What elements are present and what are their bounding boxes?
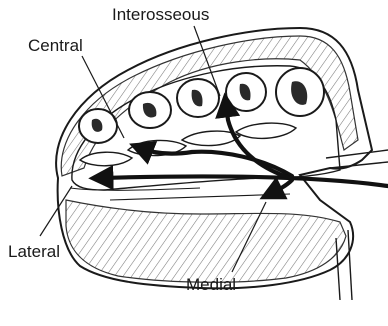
arrow-interosseous (226, 104, 290, 178)
palmar-tissue-layer (66, 200, 346, 282)
arrow-lateral (100, 176, 388, 186)
septum-palmar (110, 194, 290, 200)
wrist-line-upper-2 (326, 150, 388, 158)
label-interosseous: Interosseous (112, 6, 209, 23)
tendon-sheath-4 (236, 123, 296, 138)
arrow-medial (270, 180, 292, 194)
label-lateral: Lateral (8, 243, 60, 260)
wrist-line-lower-2 (348, 230, 352, 300)
label-central: Central (28, 37, 83, 54)
septum-lateral (70, 188, 200, 190)
fascial-septa (70, 188, 290, 200)
arrow-central (140, 148, 292, 176)
label-medial: Medial (186, 276, 236, 293)
